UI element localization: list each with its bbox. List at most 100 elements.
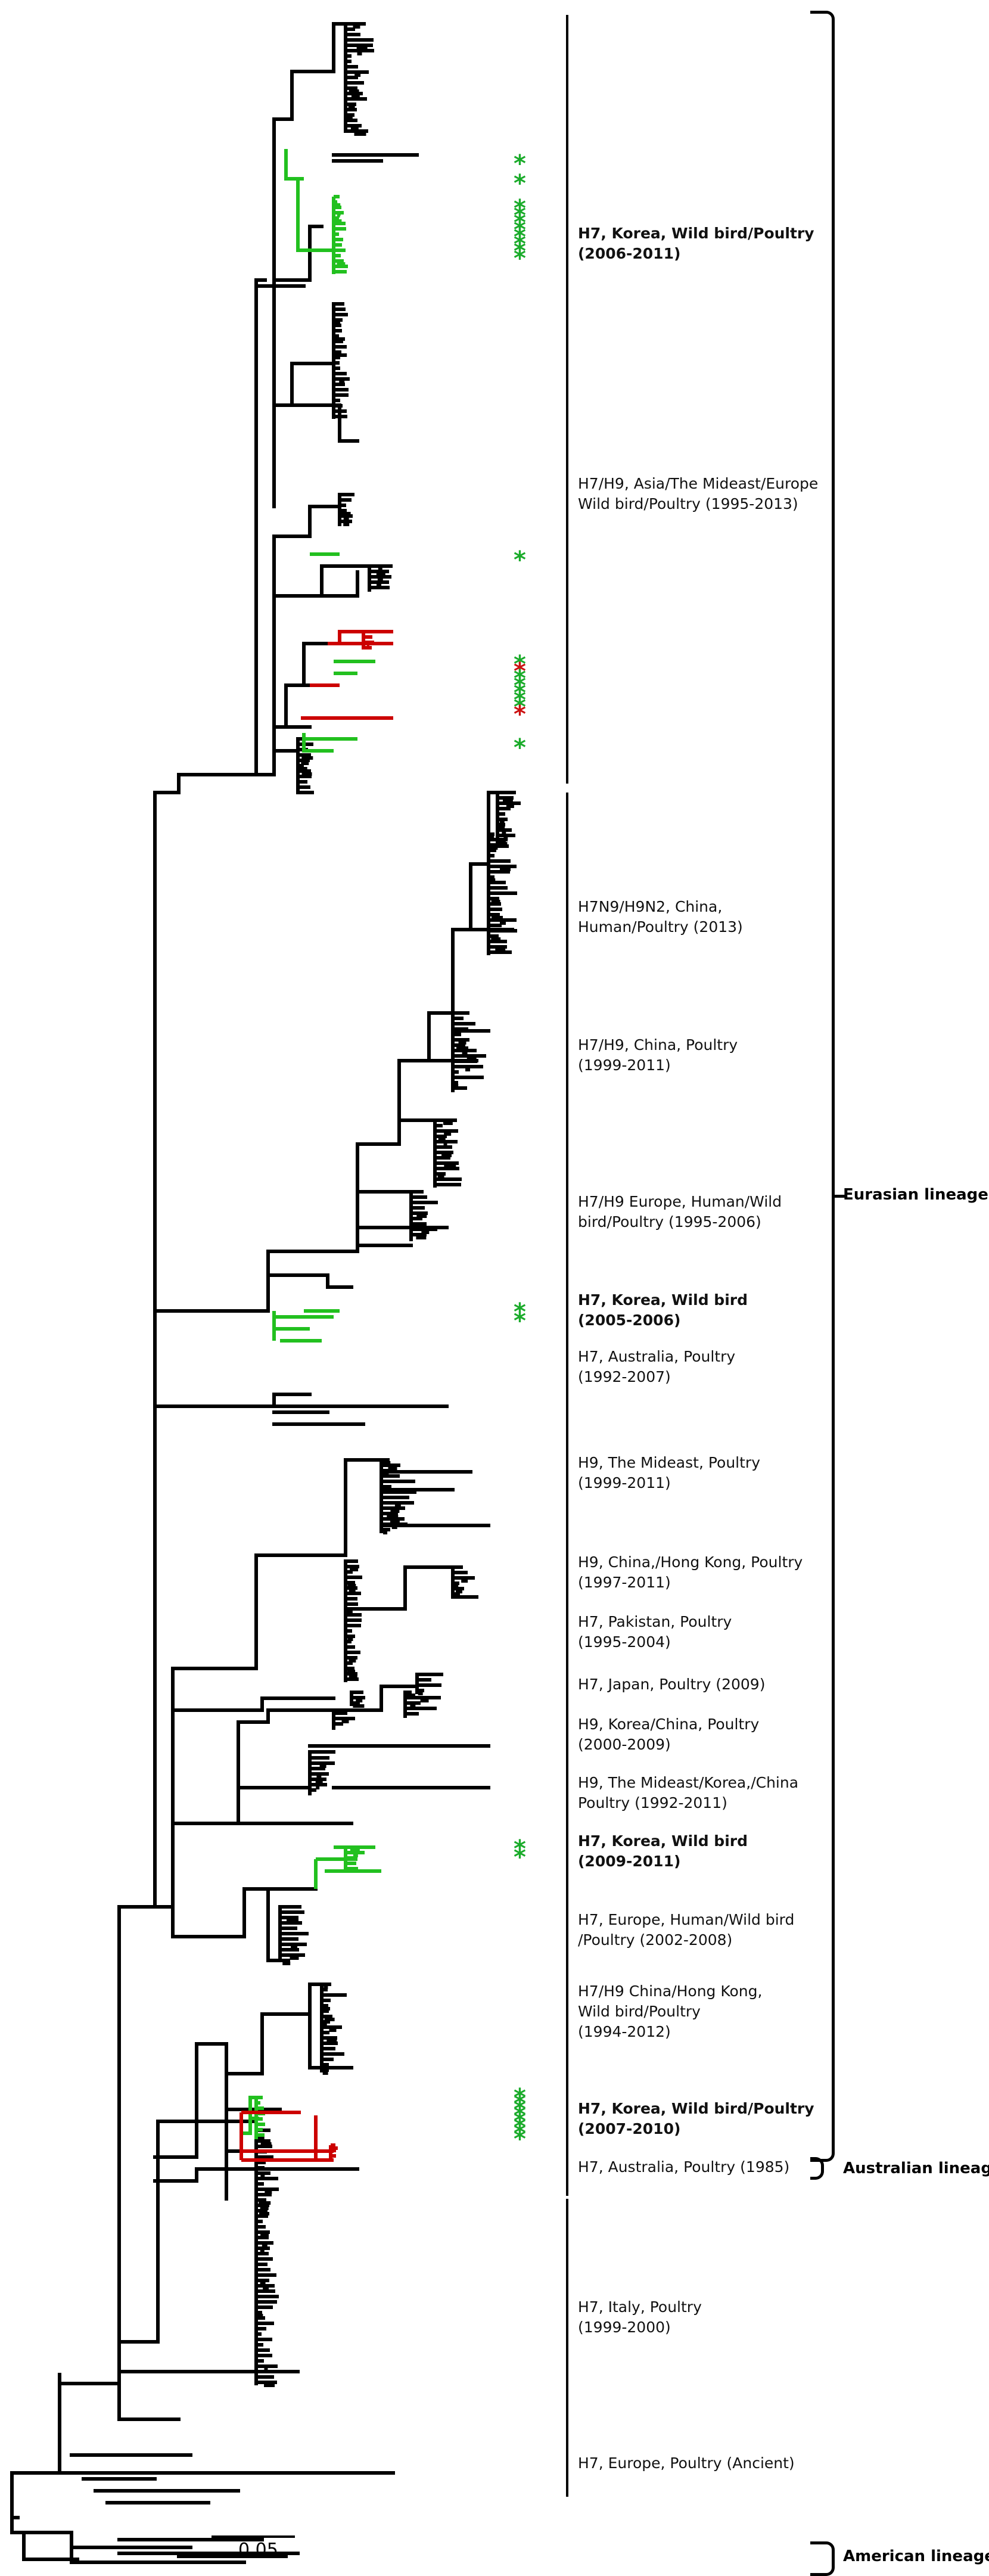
europe-1995-branch — [356, 1118, 437, 1194]
trunk — [117, 278, 267, 2344]
clade-label-europe-2002-2008: H7, Europe, Human/Wild bird /Poultry (20… — [578, 1911, 795, 1949]
tree-tips — [320, 1983, 347, 2075]
china-hk-branch — [308, 2012, 353, 2069]
china-hk — [225, 2042, 282, 2201]
tree-tips — [332, 1711, 355, 1726]
h7n9-stem — [451, 862, 490, 1015]
korean-isolate-star-marker: * — [514, 231, 526, 258]
clade-label-pakistan: H7, Pakistan, Poultry (1995-2004) — [578, 1613, 732, 1651]
clade-label-korea-2009-2011: H7, Korea, Wild bird (2009-2011) — [578, 1832, 748, 1870]
h7n9-stem-top — [487, 791, 499, 866]
backbone-root — [10, 2373, 61, 2519]
korean-isolate-star-marker: * — [514, 672, 526, 700]
korea-wildbird-2005-2006 — [272, 1309, 340, 1343]
h9-japan — [380, 1685, 419, 1712]
american-lineage-bracket — [810, 2541, 835, 2576]
tree-tips — [368, 564, 393, 589]
korean-isolate-star-marker: * — [514, 245, 526, 272]
korean-isolate-star-marker: * — [514, 170, 526, 197]
tree-tips — [332, 302, 350, 418]
asia-mideast-branch — [320, 570, 359, 598]
clade-label-china-hongkong-1994-2012: H7/H9 China/Hong Kong, Wild bird/Poultry… — [578, 1983, 763, 2040]
korean-isolate-star-marker: * — [514, 2108, 526, 2135]
korean-isolate-star-marker: * — [514, 2084, 526, 2111]
h9-outliers — [308, 1744, 490, 1789]
scale-bar-label: 0.05 — [238, 2540, 278, 2561]
korean-isolate-star-marker: * — [514, 2090, 526, 2117]
tree-tips — [344, 22, 374, 136]
tree-tips — [308, 1756, 335, 1792]
eurasian-lineage-bracket-tip — [832, 1195, 845, 1198]
ancient-branches — [58, 2340, 240, 2504]
korea-poultry-upper — [301, 630, 393, 720]
asia-mideast-stem — [272, 564, 371, 729]
china-tips — [427, 1029, 490, 1062]
europe-branch — [266, 1887, 282, 1962]
tree-tips — [338, 493, 354, 526]
clade-label-australia-1992-2007: H7, Australia, Poultry (1992-2007) — [578, 1348, 736, 1385]
wildbird-stem — [272, 362, 335, 508]
italy-stem — [117, 2120, 160, 2344]
korean-isolate-star-marker: * — [514, 216, 526, 244]
china-hk-stem — [260, 1983, 324, 2075]
asia-group — [272, 505, 341, 598]
tree-tips — [350, 1691, 365, 1708]
korea-2005-stem — [153, 1273, 353, 1372]
clade-label-australia-1985: H7, Australia, Poultry (1985) — [578, 2158, 790, 2176]
clade-label-europe-1995-2006: H7/H9 Europe, Human/Wild bird/Poultry (1… — [578, 1193, 782, 1230]
clade-label-korea-2006-2011: H7, Korea, Wild bird/Poultry (2006-2011) — [578, 225, 814, 262]
korean-wild-bird-branches — [240, 149, 381, 2139]
tree-tips — [331, 2143, 338, 2158]
korean-isolate-star-marker: * — [514, 1835, 526, 1863]
clade-bracket-lower — [566, 2199, 568, 2497]
tree-tips — [278, 1905, 309, 1965]
top-stem — [272, 70, 335, 282]
korea-wildbird-2009-2011 — [314, 1845, 381, 1889]
american-branches — [22, 2531, 300, 2564]
australian-lineage-bracket — [810, 2157, 824, 2180]
tree-tips — [334, 195, 348, 274]
tree-tips — [451, 1011, 486, 1090]
wildbird-branch — [290, 403, 359, 443]
h9-stem — [171, 1822, 240, 1909]
korea-2006-stem — [272, 225, 324, 407]
mideast-tips — [380, 1470, 490, 1527]
korean-isolate-star-marker: * — [514, 195, 526, 222]
korea-poultry-2007-2010 — [240, 2111, 334, 2162]
tree-tips — [433, 1118, 462, 1186]
korean-isolate-star-marker: * — [514, 150, 526, 178]
korean-isolate-star-marker: * — [514, 686, 526, 714]
korean-isolate-star-marker: * — [514, 679, 526, 707]
japan-stem — [171, 1696, 335, 1825]
tree-tips — [403, 1691, 441, 1716]
tree-tips — [415, 1673, 443, 1695]
korea-wildbird-top — [284, 149, 304, 181]
mideast-stem — [254, 1458, 383, 1670]
korean-isolate-star-marker: * — [514, 701, 526, 728]
clade-label-korea-2007-2010: H7, Korea, Wild bird/Poultry (2007-2010) — [578, 2100, 814, 2137]
pakistan-stem — [171, 1667, 258, 1712]
clade-label-asia-mideast-europe: H7/H9, Asia/The Mideast/Europe Wild bird… — [578, 475, 819, 512]
australia-1985 — [153, 2167, 359, 2183]
clade-bracket-middle-eurasian — [566, 793, 568, 2196]
clade-label-italy: H7, Italy, Poultry (1999-2000) — [578, 2298, 702, 2336]
korea-wildbird-upper — [302, 660, 375, 753]
clade-label-japan: H7, Japan, Poultry (2009) — [578, 1676, 766, 1693]
tree-tips — [451, 1565, 475, 1596]
clade-label-h9-korea-china: H9, Korea/China, Poultry (2000-2009) — [578, 1716, 760, 1753]
korean-isolate-star-marker: * — [514, 2114, 526, 2141]
korean-isolate-star-marker: * — [514, 546, 526, 574]
korean-isolate-star-marker: * — [514, 651, 526, 678]
upper-root — [254, 749, 300, 776]
american-lineage-label: American lineage — [843, 2547, 989, 2565]
tree-tips — [363, 630, 374, 650]
korean-isolate-star-marker: * — [514, 238, 526, 265]
clade-bracket-upper-eurasian — [566, 15, 568, 784]
tree-branches — [10, 22, 521, 2564]
korean-isolate-star-marker: * — [514, 1307, 526, 1335]
american-stem — [10, 2516, 26, 2534]
clade-label-h9-mideast-korea-china: H9, The Mideast/Korea,/China Poultry (19… — [578, 1774, 799, 1811]
tree-tips — [409, 1190, 438, 1239]
clade-label-korea-2005-2006: H7, Korea, Wild bird (2005-2006) — [578, 1291, 748, 1329]
